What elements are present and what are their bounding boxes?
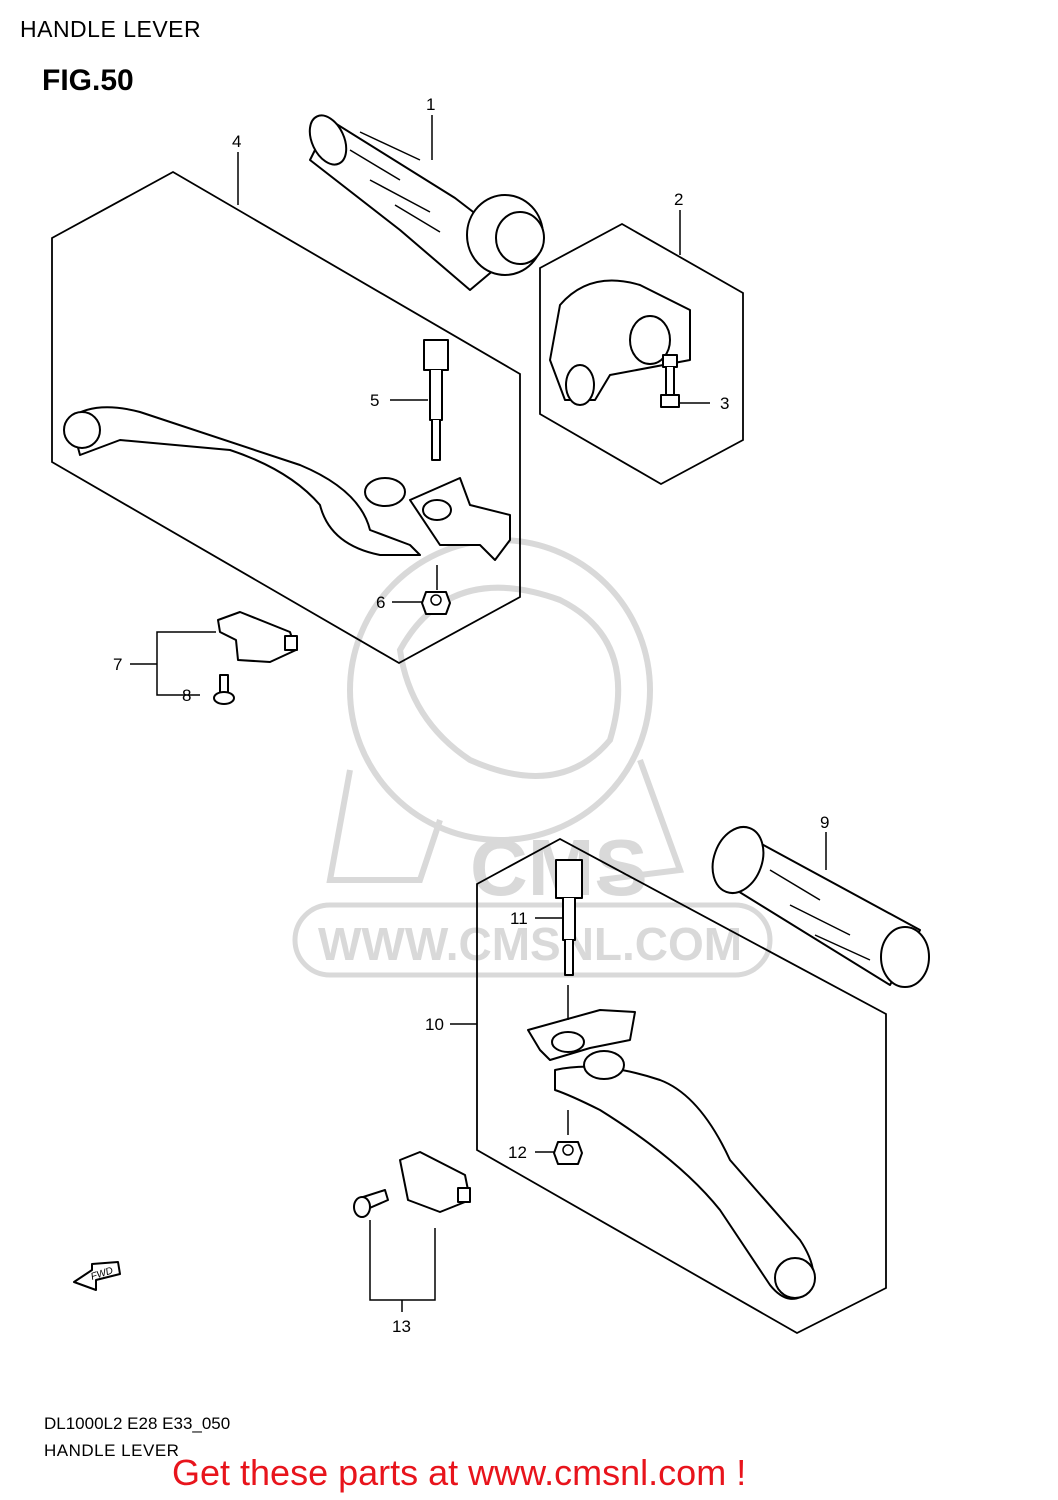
callout-8: 8	[182, 686, 191, 705]
brake-lever	[527, 1009, 816, 1300]
brake-lever-nut	[553, 1141, 583, 1165]
callout-2: 2	[674, 190, 683, 209]
callout-numbers: 1 2 3 4 5 6 7 8 9 10 11 12 13	[113, 95, 829, 1336]
brake-switch	[353, 1151, 471, 1218]
callout-3: 3	[720, 394, 729, 413]
housing-screw	[660, 354, 680, 408]
callout-13: 13	[392, 1317, 411, 1336]
page-heading: HANDLE LEVER	[20, 16, 202, 42]
footer-title: HANDLE LEVER	[44, 1441, 180, 1460]
watermark-url: WWW.CMSNL.COM	[318, 918, 742, 970]
frame-item-10	[476, 837, 887, 1335]
callout-7: 7	[113, 655, 122, 674]
callout-1: 1	[426, 95, 435, 114]
throttle-grip	[308, 114, 545, 291]
lever-pivot-bolt	[423, 339, 449, 461]
callout-11: 11	[510, 909, 528, 928]
brake-pivot-bolt	[555, 859, 583, 976]
figure-label: FIG.50	[42, 64, 134, 97]
frame-item-4	[51, 170, 521, 665]
callout-9: 9	[820, 813, 829, 832]
callout-12: 12	[508, 1143, 527, 1162]
frame-item-2	[539, 222, 744, 486]
clutch-lever	[63, 406, 511, 561]
fwd-arrow-icon: FWD	[73, 1261, 121, 1291]
get-parts-link[interactable]: Get these parts at www.cmsnl.com !	[172, 1452, 747, 1493]
callout-5: 5	[370, 391, 379, 410]
callout-6: 6	[376, 593, 385, 612]
callout-4: 4	[232, 132, 241, 151]
lever-nut	[421, 591, 451, 615]
left-grip	[711, 826, 930, 988]
watermark-logo: CMS WWW.CMSNL.COM	[292, 537, 773, 978]
leader-lines	[130, 115, 827, 1312]
callout-10: 10	[425, 1015, 444, 1034]
clutch-switch	[217, 611, 298, 663]
diagram-code: DL1000L2 E28 E33_050	[44, 1414, 231, 1433]
throttle-housing	[549, 279, 691, 406]
switch-screw	[213, 674, 235, 705]
